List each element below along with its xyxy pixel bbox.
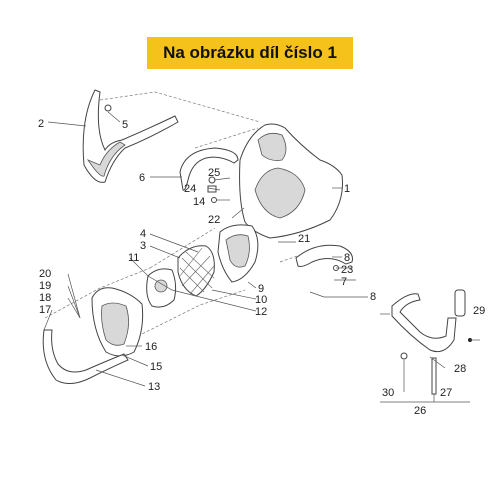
label-part-20: 20: [39, 268, 51, 280]
label-part-21: 21: [298, 233, 310, 245]
label-part-22: 22: [208, 214, 220, 226]
label-part-19: 19: [39, 280, 51, 292]
part-27-pin: [431, 357, 437, 395]
label-part-1: 1: [344, 183, 350, 195]
label-part-9: 9: [258, 283, 264, 295]
label-part-25: 25: [208, 167, 220, 179]
label-part-23: 23: [341, 264, 353, 276]
part-1-upper-detail: [257, 132, 287, 161]
label-part-27: 27: [440, 387, 452, 399]
part-15-reflector: [101, 302, 129, 346]
label-part-3: 3: [140, 240, 146, 252]
label-part-4: 4: [140, 228, 146, 240]
part-13-lower-trim: [42, 329, 129, 384]
label-part-14: 14: [193, 196, 205, 208]
label-part-7: 7: [341, 276, 347, 288]
label-part-16: 16: [145, 341, 157, 353]
leader-lines: [43, 111, 480, 403]
label-part-11: 11: [128, 252, 139, 264]
part-7-side-trim: [295, 244, 353, 267]
label-part-24: 24: [184, 183, 196, 195]
part-30-bolt: [400, 352, 408, 360]
part-14-screw: [211, 197, 217, 203]
label-part-2: 2: [38, 118, 44, 130]
label-part-5: 5: [122, 119, 128, 131]
part-29-rubber-sleeve: [454, 289, 466, 317]
label-part-12: 12: [255, 306, 267, 318]
part-9-opening: [225, 234, 250, 268]
label-part-6: 6: [139, 172, 145, 184]
part-1-inner-opening: [254, 167, 306, 219]
label-part-15: 15: [150, 361, 162, 373]
label-part-13: 13: [148, 381, 160, 393]
part-28-support-bracket: [391, 293, 457, 353]
label-part-30: 30: [382, 387, 394, 399]
label-part-17: 17: [39, 304, 51, 316]
label-part-10: 10: [255, 294, 267, 306]
part-12-lens: [154, 279, 168, 293]
label-part-8-upper: 8: [344, 252, 350, 264]
part-2-shadow: [86, 141, 126, 177]
part-number-banner: Na obrázku díl číslo 1: [147, 37, 353, 69]
label-part-29: 29: [473, 305, 485, 317]
label-part-26: 26: [414, 405, 426, 417]
banner-text: Na obrázku díl číslo 1: [163, 43, 337, 62]
label-part-28: 28: [454, 363, 466, 375]
part-3-grille-mesh: [179, 247, 215, 295]
part-5-screw: [104, 104, 112, 112]
label-part-8-lower: 8: [370, 291, 376, 303]
label-part-18: 18: [39, 292, 51, 304]
part-6-curved-trim: [179, 147, 239, 191]
